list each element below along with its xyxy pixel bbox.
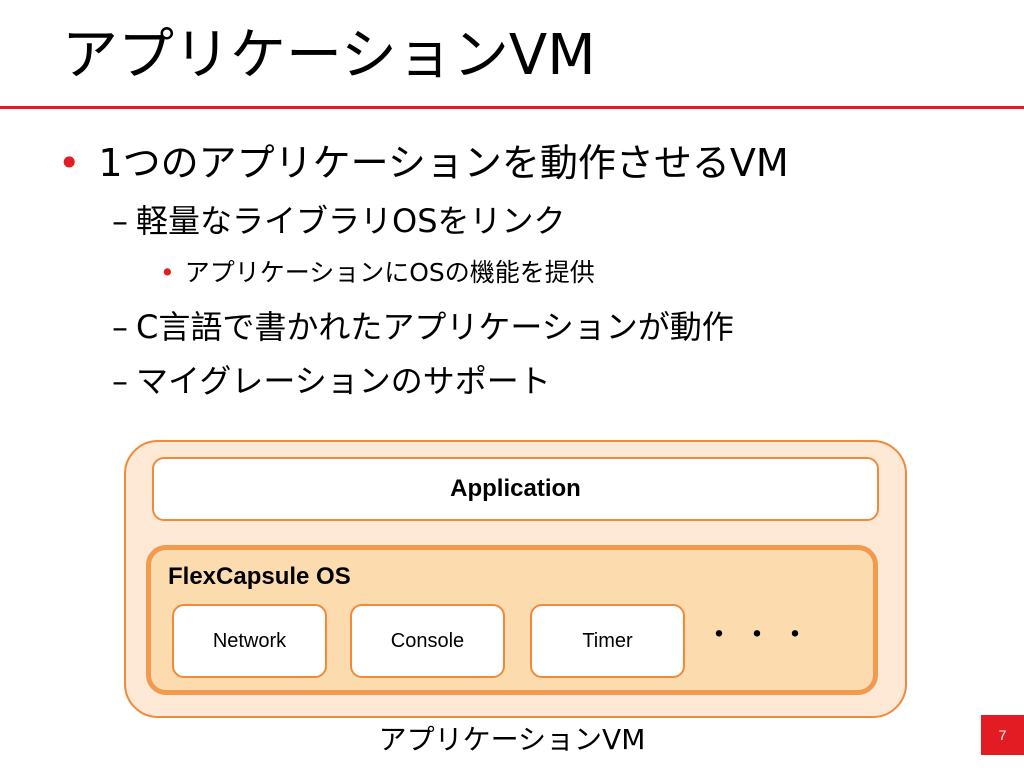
bullet-text: 軽量なライブラリOSをリンク — [136, 202, 566, 240]
bullet-level2: –軽量なライブラリOSをリンク — [112, 200, 566, 242]
application-layer: Application — [152, 457, 879, 521]
bullet-text: C言語で書かれたアプリケーションが動作 — [136, 308, 734, 346]
more-modules-ellipsis: ・・・ — [704, 618, 818, 653]
bullet-text: 1つのアプリケーションを動作させるVM — [98, 141, 789, 185]
title-divider — [0, 106, 1024, 109]
bullet-dot-marker: • — [58, 141, 81, 185]
page-number-badge: 7 — [981, 715, 1024, 755]
bullet-dash-marker: – — [112, 308, 128, 346]
bullet-level1: • 1つのアプリケーションを動作させるVM — [58, 138, 789, 188]
module-network: Network — [172, 604, 327, 678]
page-number: 7 — [998, 727, 1007, 743]
bullet-dash-marker: – — [112, 202, 128, 240]
module-label: Console — [390, 629, 465, 652]
bullet-text: マイグレーションのサポート — [136, 362, 551, 400]
bullet-text: アプリケーションにOSの機能を提供 — [184, 258, 595, 287]
diagram-caption: アプリケーションVM — [378, 723, 646, 756]
os-label: FlexCapsule OS — [168, 563, 351, 590]
bullet-dash-marker: – — [112, 362, 128, 400]
module-label: Timer — [582, 629, 633, 652]
module-console: Console — [350, 604, 505, 678]
application-label: Application — [450, 475, 581, 502]
module-timer: Timer — [530, 604, 685, 678]
bullet-level3: • アプリケーションにOSの機能を提供 — [160, 256, 595, 290]
bullet-level2: –マイグレーションのサポート — [112, 360, 551, 402]
slide-title: アプリケーションVM — [62, 23, 596, 88]
module-label: Network — [212, 629, 287, 652]
bullet-dot-marker: • — [160, 258, 175, 287]
bullet-level2: –C言語で書かれたアプリケーションが動作 — [112, 306, 734, 348]
